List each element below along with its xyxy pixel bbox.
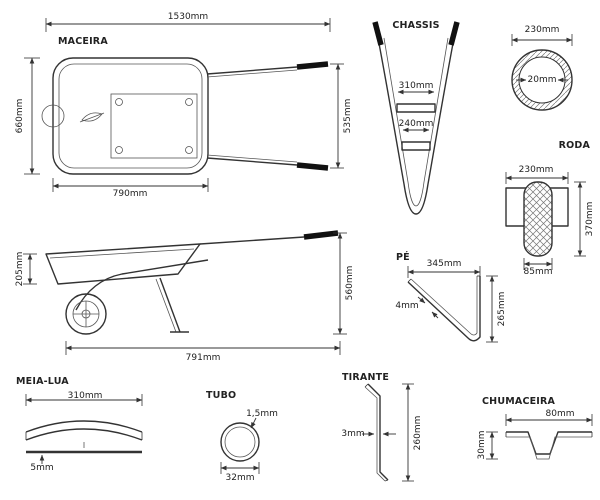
tirante-dim-height: 260mm	[413, 415, 423, 451]
wheel-hub-top-view	[41, 104, 65, 128]
tray-inner-rim	[58, 63, 203, 169]
handle-bottom	[206, 157, 298, 166]
maceira-dim-bottom: 790mm	[112, 189, 148, 199]
meia-lua-dim-thickness: 5mm	[30, 463, 54, 473]
handle-grip-bottom	[296, 162, 329, 171]
meia-lua-dim-width: 310mm	[67, 391, 103, 401]
tire-tread	[523, 181, 553, 257]
crossbar-lower	[401, 141, 431, 151]
pe-dim-width: 345mm	[426, 259, 462, 269]
pe-dim-thickness: 4mm	[395, 301, 419, 311]
channel-profile-inner	[506, 436, 592, 460]
tirante-drawing	[362, 383, 414, 482]
chassis-front-view-drawing	[372, 21, 460, 215]
tray-bottom-panel	[110, 93, 198, 159]
pe-leg-drawing	[407, 266, 498, 343]
tubo-dim-diameter: 32mm	[225, 473, 255, 483]
tirante-dim-thickness: 3mm	[341, 429, 365, 439]
roda-title: RODA	[558, 140, 590, 151]
chassis-grip-left	[372, 21, 384, 46]
chassis-dim-lower: 240mm	[398, 119, 434, 129]
chassis-title: CHASSIS	[392, 20, 440, 31]
tubo-dim-wall: 1,5mm	[246, 409, 278, 419]
strap-outer	[367, 383, 389, 481]
chassis-rail	[75, 259, 209, 311]
chumaceira-dim-width: 80mm	[545, 409, 575, 419]
chassis-rail-outer	[377, 37, 455, 215]
side-view-dim-bottom: 791mm	[185, 353, 221, 363]
tube-outer-wall	[220, 422, 260, 462]
crossbar-upper	[396, 103, 436, 113]
chumaceira-drawing	[486, 414, 593, 460]
tray-side-profile	[45, 243, 201, 285]
maceira-dim-left: 660mm	[15, 98, 25, 134]
maceira-dim-top: 1530mm	[167, 12, 209, 22]
strap-inner	[364, 386, 386, 482]
roda-dim-diameter: 370mm	[585, 201, 595, 237]
hub-section-dim-bore: 20mm	[527, 75, 557, 85]
pe-dim-height: 265mm	[497, 291, 507, 327]
maceira-title: MACEIRA	[58, 36, 108, 47]
handle-side	[199, 236, 305, 245]
side-view-dim-left: 205mm	[15, 251, 25, 287]
tray-outline	[52, 57, 209, 175]
meia-lua-title: MEIA-LUA	[16, 376, 69, 387]
hub-section-dim-outer: 230mm	[524, 25, 560, 35]
leg-profile-inner	[410, 276, 478, 336]
maceira-dim-right: 535mm	[343, 98, 353, 134]
chassis-grip-right	[448, 21, 460, 46]
tube-inner-wall	[224, 426, 256, 458]
hub-cross-section-drawing	[511, 34, 573, 111]
support-leg	[159, 277, 181, 333]
wheelbarrow-side-view-drawing	[23, 230, 347, 355]
roda-dim-tread: 85mm	[523, 267, 553, 277]
channel-profile-outer	[506, 431, 592, 455]
handle-grip-side	[303, 230, 339, 240]
meia-lua-drawing	[25, 394, 143, 464]
side-view-dim-right: 560mm	[345, 265, 355, 301]
chumaceira-dim-height: 30mm	[477, 430, 487, 460]
handle-grip-top	[296, 61, 329, 70]
chumaceira-title: CHUMACEIRA	[482, 396, 556, 407]
curved-band-top	[25, 420, 143, 433]
roda-wheel-drawing	[505, 172, 586, 270]
tirante-title: TIRANTE	[342, 372, 390, 383]
chassis-dim-upper: 310mm	[398, 81, 434, 91]
curved-band-bottom	[25, 428, 143, 441]
roda-dim-width: 230mm	[518, 165, 554, 175]
leg-profile-outer	[407, 276, 481, 342]
tubo-title: TUBO	[206, 390, 237, 401]
handle-top	[206, 66, 298, 75]
pe-title: PÉ	[396, 252, 410, 263]
maceira-top-view-drawing	[24, 18, 344, 192]
wheel	[65, 293, 107, 335]
chassis-rail-inner	[383, 37, 449, 207]
tubo-section-drawing	[220, 417, 260, 474]
